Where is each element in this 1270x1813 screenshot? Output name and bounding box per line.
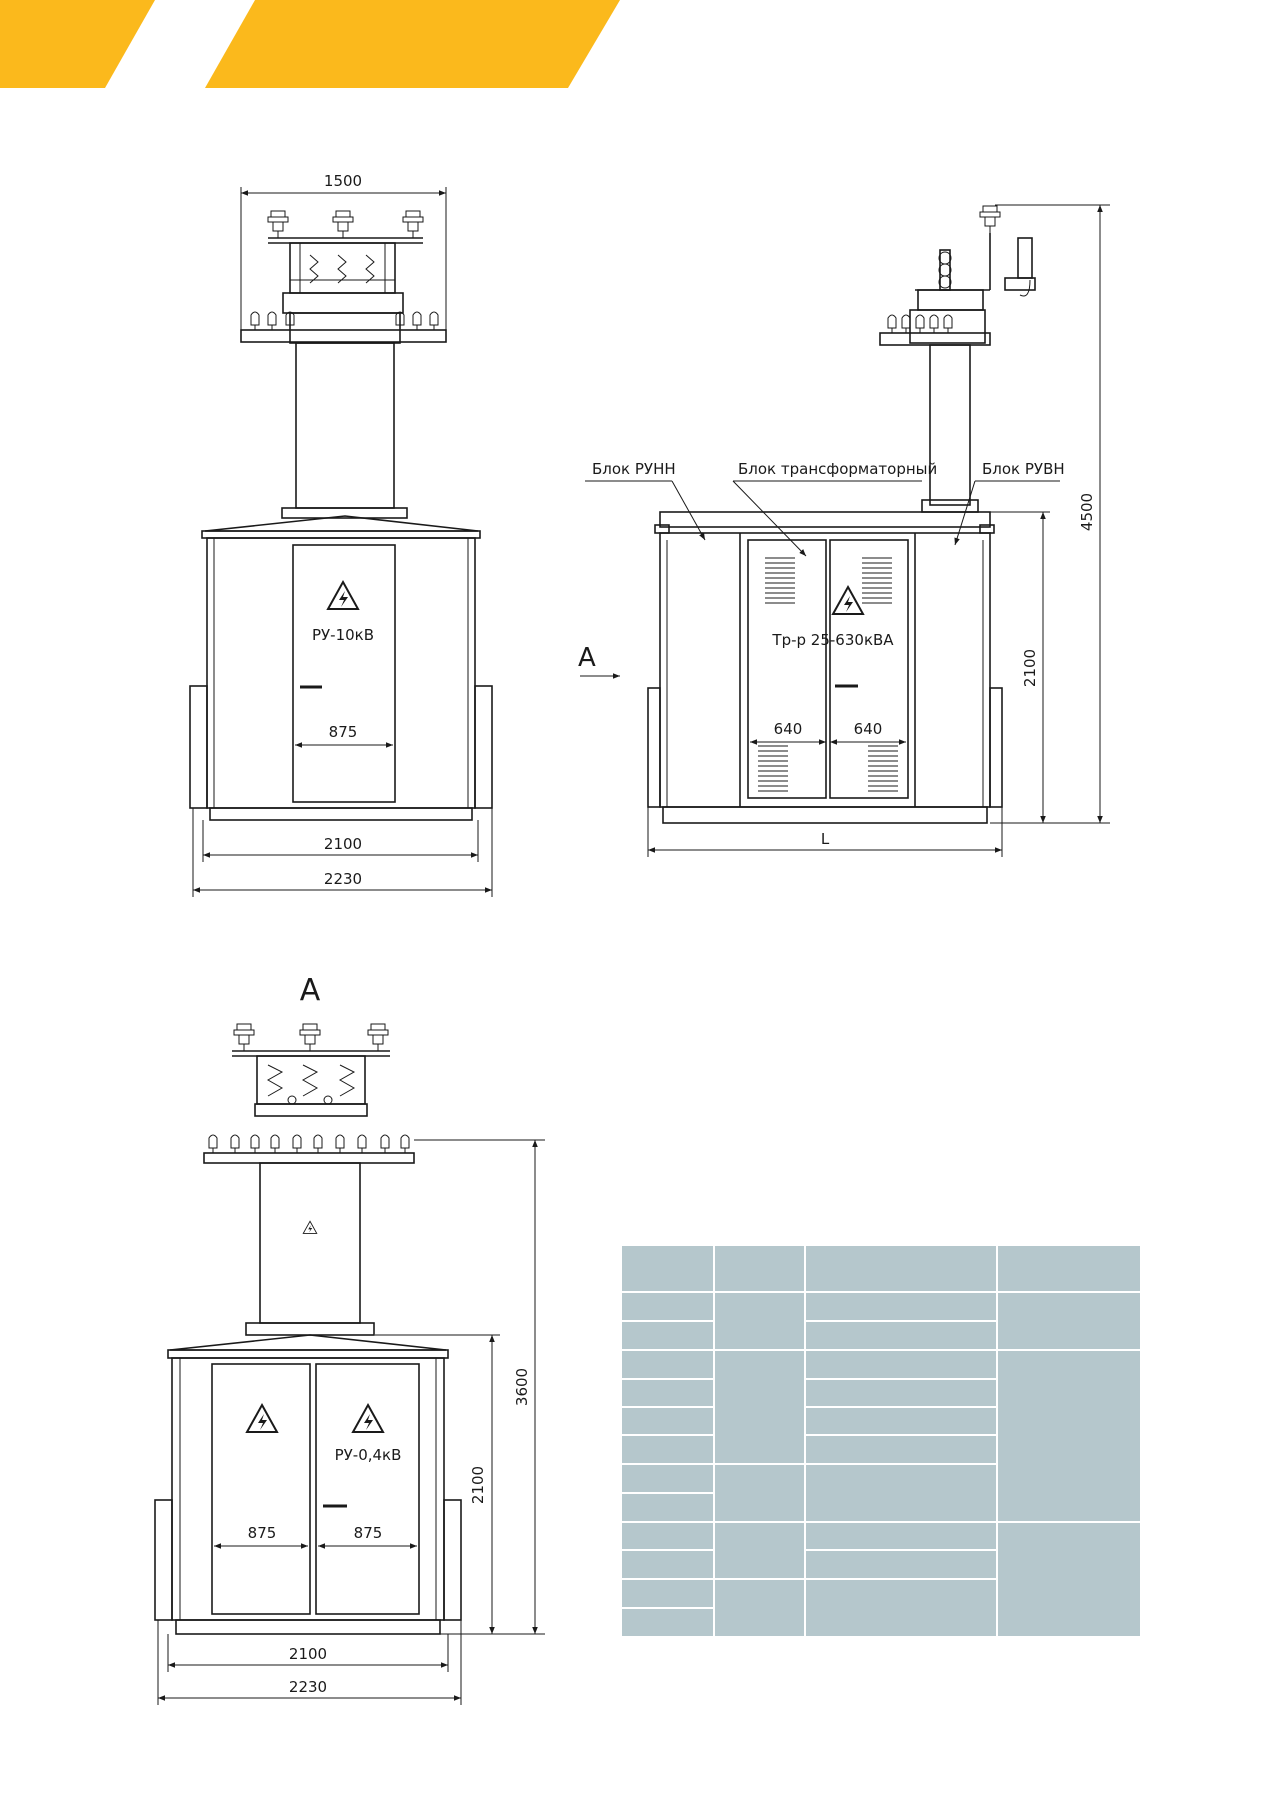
dim-width-top: 1500 (324, 172, 362, 190)
view-a: A РУ-0,4кВ 875 (154, 973, 545, 1705)
spec-table (622, 1246, 1140, 1636)
label-block-high: Блок РУВН (982, 460, 1065, 478)
front-total-width: 2230 (324, 870, 362, 888)
door-width-left: 640 (774, 720, 803, 738)
side-length: L (821, 830, 830, 848)
view-a-base-width: 2100 (289, 1645, 327, 1663)
view-a-title: A (300, 973, 321, 1008)
view-a-total-width: 2230 (289, 1678, 327, 1696)
view-a-door-left: 875 (248, 1524, 277, 1542)
view-a-height-total: 3600 (513, 1368, 531, 1406)
side-height-body: 2100 (1021, 649, 1039, 687)
front-base-width: 2100 (324, 835, 362, 853)
view-a-door-right: 875 (354, 1524, 383, 1542)
side-height-total: 4500 (1078, 493, 1096, 531)
front-door-width: 875 (329, 723, 358, 741)
door-width-right: 640 (854, 720, 883, 738)
view-a-panel-label: РУ-0,4кВ (335, 1446, 402, 1464)
spec-table-background (622, 1246, 1140, 1636)
header-banner (0, 0, 620, 88)
label-block-low: Блок РУНН (592, 460, 676, 478)
view-arrow-label: A (578, 643, 596, 673)
banner-stripe-right (205, 0, 620, 88)
transformer-label: Тр-р 25-630кВА (771, 631, 894, 649)
view-a-height-body: 2100 (469, 1466, 487, 1504)
side-view: Тр-р 25-630кВА 640 640 L 2100 4500 Блок … (578, 204, 1110, 857)
banner-stripe-left (0, 0, 155, 88)
label-block-transformer: Блок трансформаторный (738, 460, 937, 478)
spec-table-grid (622, 1246, 1140, 1636)
front-view: 1500 РУ-10кВ 875 (189, 172, 493, 897)
front-panel-label: РУ-10кВ (312, 626, 374, 644)
front-door (292, 544, 396, 803)
